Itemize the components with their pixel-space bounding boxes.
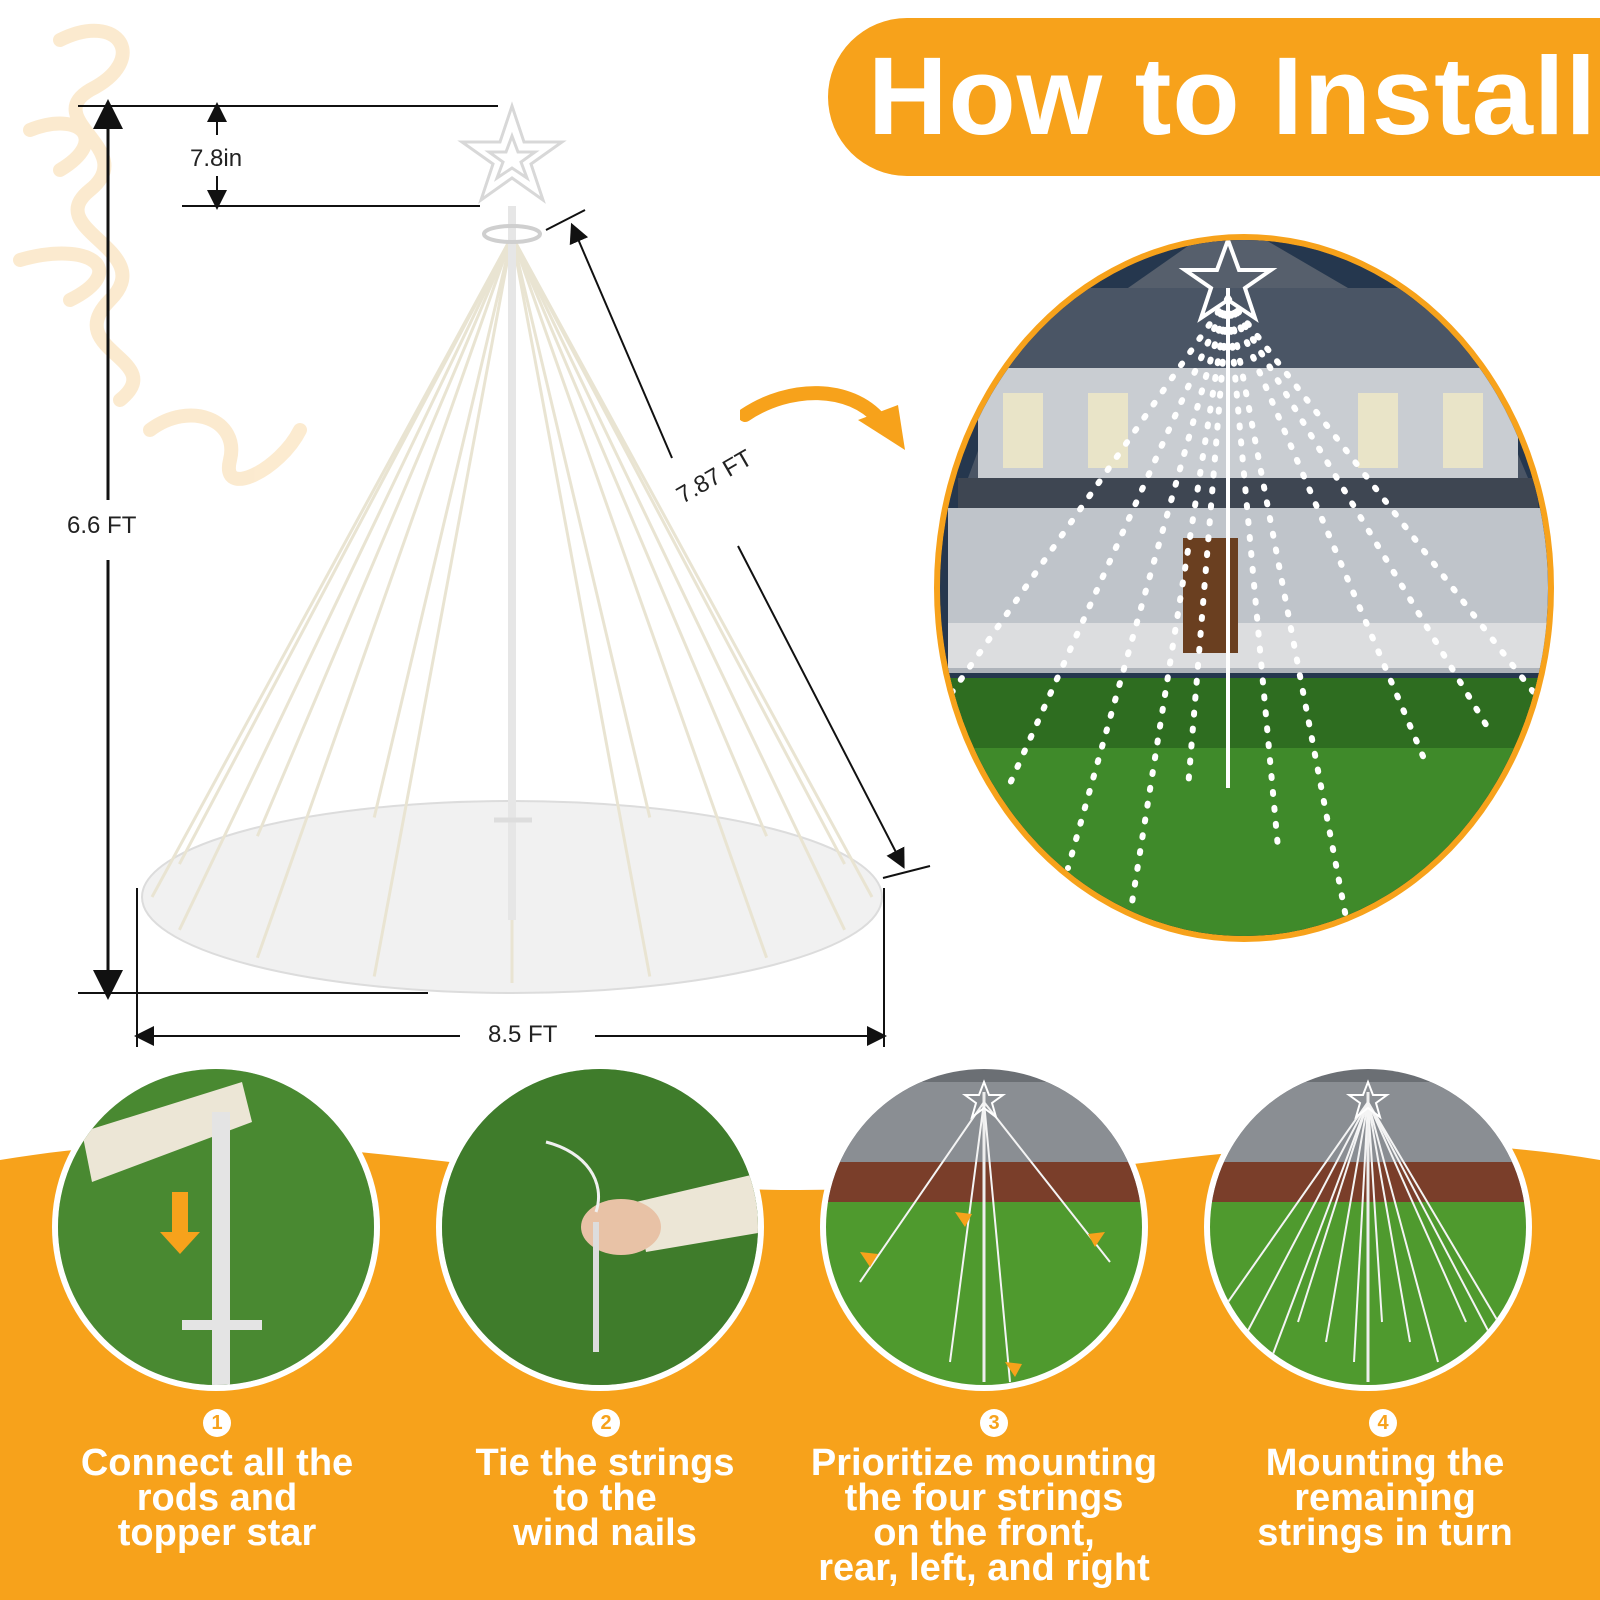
installed-string [1353,1101,1369,1363]
glowing-string [1125,295,1231,931]
merry-christmas-watermark [13,23,307,486]
step-3-line-1: Prioritize mounting [810,1442,1158,1484]
glowing-string [1225,295,1491,731]
step-4-line-3: strings in turn [1257,1512,1513,1554]
light-string [372,235,514,818]
installed-string [1269,1101,1369,1363]
light-string [256,235,514,837]
installed-string [1367,1101,1383,1323]
step-2-number: 2 [592,1409,620,1437]
installed-string [1367,1101,1467,1323]
step-3-number: 3 [980,1409,1008,1437]
step-1-line-2: rods and [136,1477,298,1519]
step-1-line-1: Connect all the [80,1442,354,1484]
step-3-photo [820,1063,1148,1391]
step-1-photo [52,1063,380,1391]
light-string [255,235,514,959]
installed-string [1367,1101,1411,1343]
topper-height-label: 7.8in [190,145,243,172]
step-4-photo [1204,1063,1532,1391]
step-2-line-3: wind nails [513,1512,697,1554]
step-4-caption: Mounting the remaining strings in turn [1200,1442,1570,1554]
step-3-caption: Prioritize mounting the four strings on … [794,1442,1174,1589]
step-2-line-1: Tie the strings [475,1442,735,1484]
light-string [510,235,846,931]
step-3-line-2: the four strings [844,1477,1124,1519]
step-2-photo [436,1063,764,1391]
step-3-line-3: on the front, [873,1512,1095,1554]
top-ring [482,224,542,244]
step-2-caption: Tie the strings to the wind nails [420,1442,790,1554]
glowing-string [1225,295,1541,701]
glowing-string [1225,295,1431,771]
curved-arrow-icon [740,386,905,450]
light-string [510,235,652,818]
installed-string [1367,1101,1439,1363]
glowing-string [1185,295,1231,791]
step-3-line-4: rear, left, and right [818,1547,1150,1589]
step-4-number: 4 [1369,1409,1397,1437]
light-string [178,235,514,931]
step-1-line-3: topper star [117,1512,317,1554]
glowing-string [1225,295,1351,931]
installed-string [1325,1101,1369,1343]
step-1-number: 1 [203,1409,231,1437]
glowing-string [1005,295,1231,791]
light-string [510,235,769,959]
installed-string [1213,1101,1369,1323]
light-string [372,235,514,977]
installed-tree-photo [934,234,1554,942]
installed-string [1297,1101,1369,1323]
installed-string [1367,1101,1495,1343]
glowing-string [1225,295,1281,851]
glowing-string [1065,295,1231,871]
step-1-caption: Connect all the rods and topper star [32,1442,402,1554]
installed-string [1241,1101,1369,1343]
step-4-line-2: remaining [1294,1477,1476,1519]
installed-string [1367,1101,1523,1363]
step-4-line-1: Mounting the [1265,1442,1505,1484]
step-2-line-2: to the [553,1477,657,1519]
title-banner [828,18,1600,176]
glowing-string [945,295,1231,701]
base-diameter-label: 8.5 FT [488,1021,558,1048]
light-string [510,235,768,837]
tree-dimension-diagram [78,99,931,1047]
page-title: How to Install [868,35,1597,158]
total-height-label: 6.6 FT [67,512,137,539]
light-string [510,235,846,865]
lower-band [0,1143,1600,1600]
topper-star-icon [457,101,567,204]
light-string [510,235,652,977]
light-string [178,235,514,865]
